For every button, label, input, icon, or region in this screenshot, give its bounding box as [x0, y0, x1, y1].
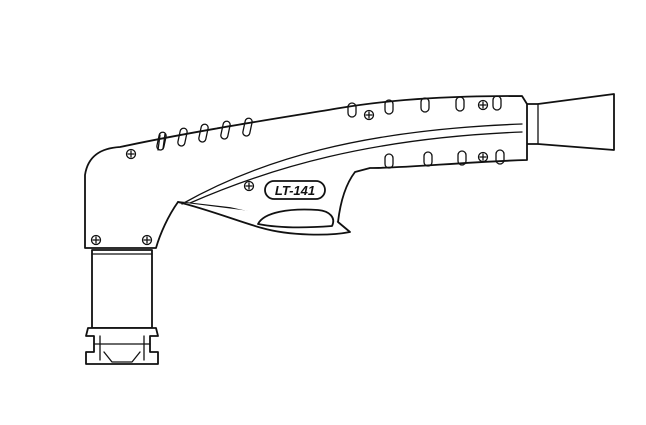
screw-icon — [477, 99, 489, 111]
screw-icon — [363, 109, 375, 121]
upper-grip-slots — [156, 117, 253, 151]
model-label-badge — [264, 180, 326, 200]
screw-icon — [125, 148, 137, 160]
nozzle-tip — [103, 351, 141, 363]
model-label: LT-141 — [275, 183, 315, 198]
trigger — [257, 208, 335, 229]
rear-grip-slots-bottom — [384, 149, 505, 169]
rear-grip-slots-top — [347, 95, 502, 118]
head-neck — [91, 249, 153, 329]
screw-icon — [477, 151, 489, 163]
handle-seam-upper — [181, 123, 523, 205]
screw-icon — [243, 180, 255, 192]
screw-icon — [141, 234, 153, 246]
screw-icon — [90, 234, 102, 246]
handle-body — [84, 95, 528, 249]
handle-seam-lower — [189, 131, 523, 204]
nozzle-cup — [85, 327, 159, 365]
